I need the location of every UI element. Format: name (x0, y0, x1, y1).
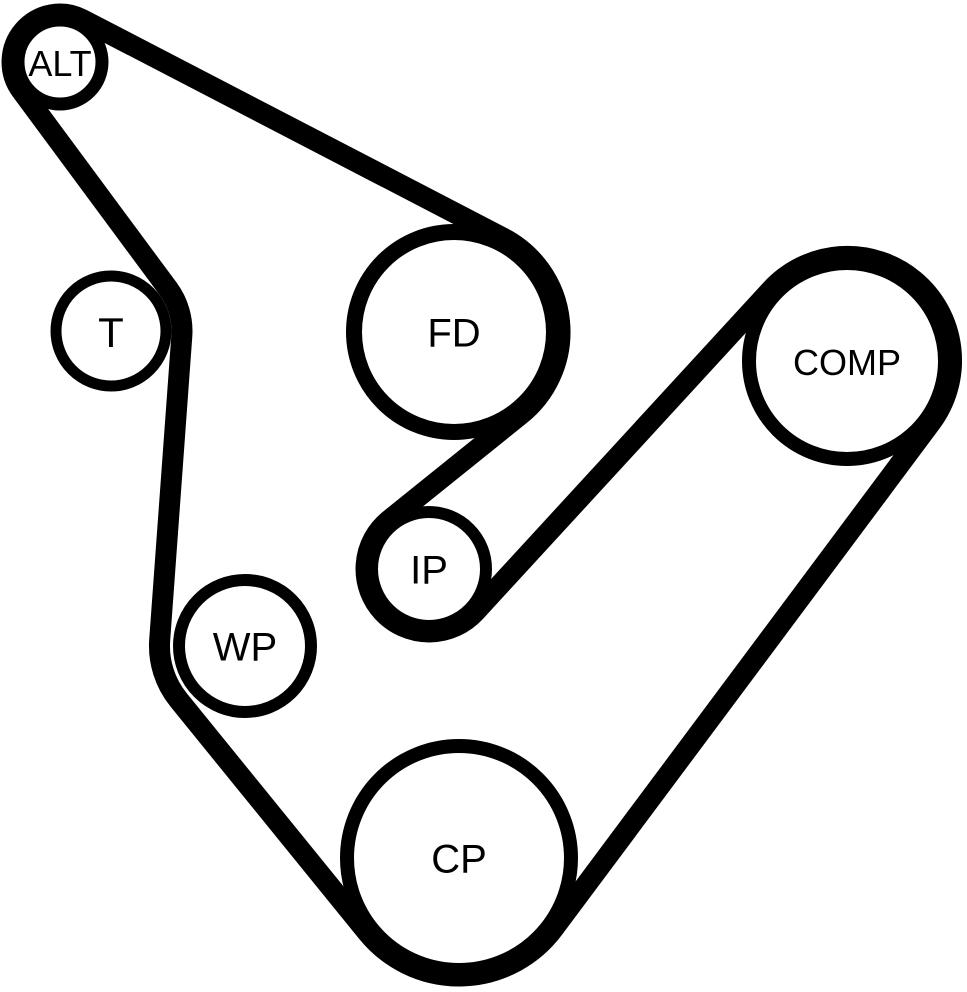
pulley-label-cp: CP (431, 838, 487, 882)
pulley-alt (11, 13, 109, 111)
pulley-label-t: T (98, 309, 124, 356)
pulley-wp (173, 574, 317, 718)
pulley-cp (340, 739, 578, 977)
pulley-t (50, 270, 172, 392)
pulley-ip (366, 506, 492, 632)
pulley-comp (742, 256, 952, 466)
pulley-label-ip: IP (410, 549, 448, 593)
pulley-label-alt: ALT (28, 43, 91, 84)
pulley-label-wp: WP (213, 626, 277, 670)
pulley-label-comp: COMP (793, 342, 901, 383)
pulley-label-fd: FD (427, 312, 480, 356)
pulley-fd (346, 224, 562, 440)
